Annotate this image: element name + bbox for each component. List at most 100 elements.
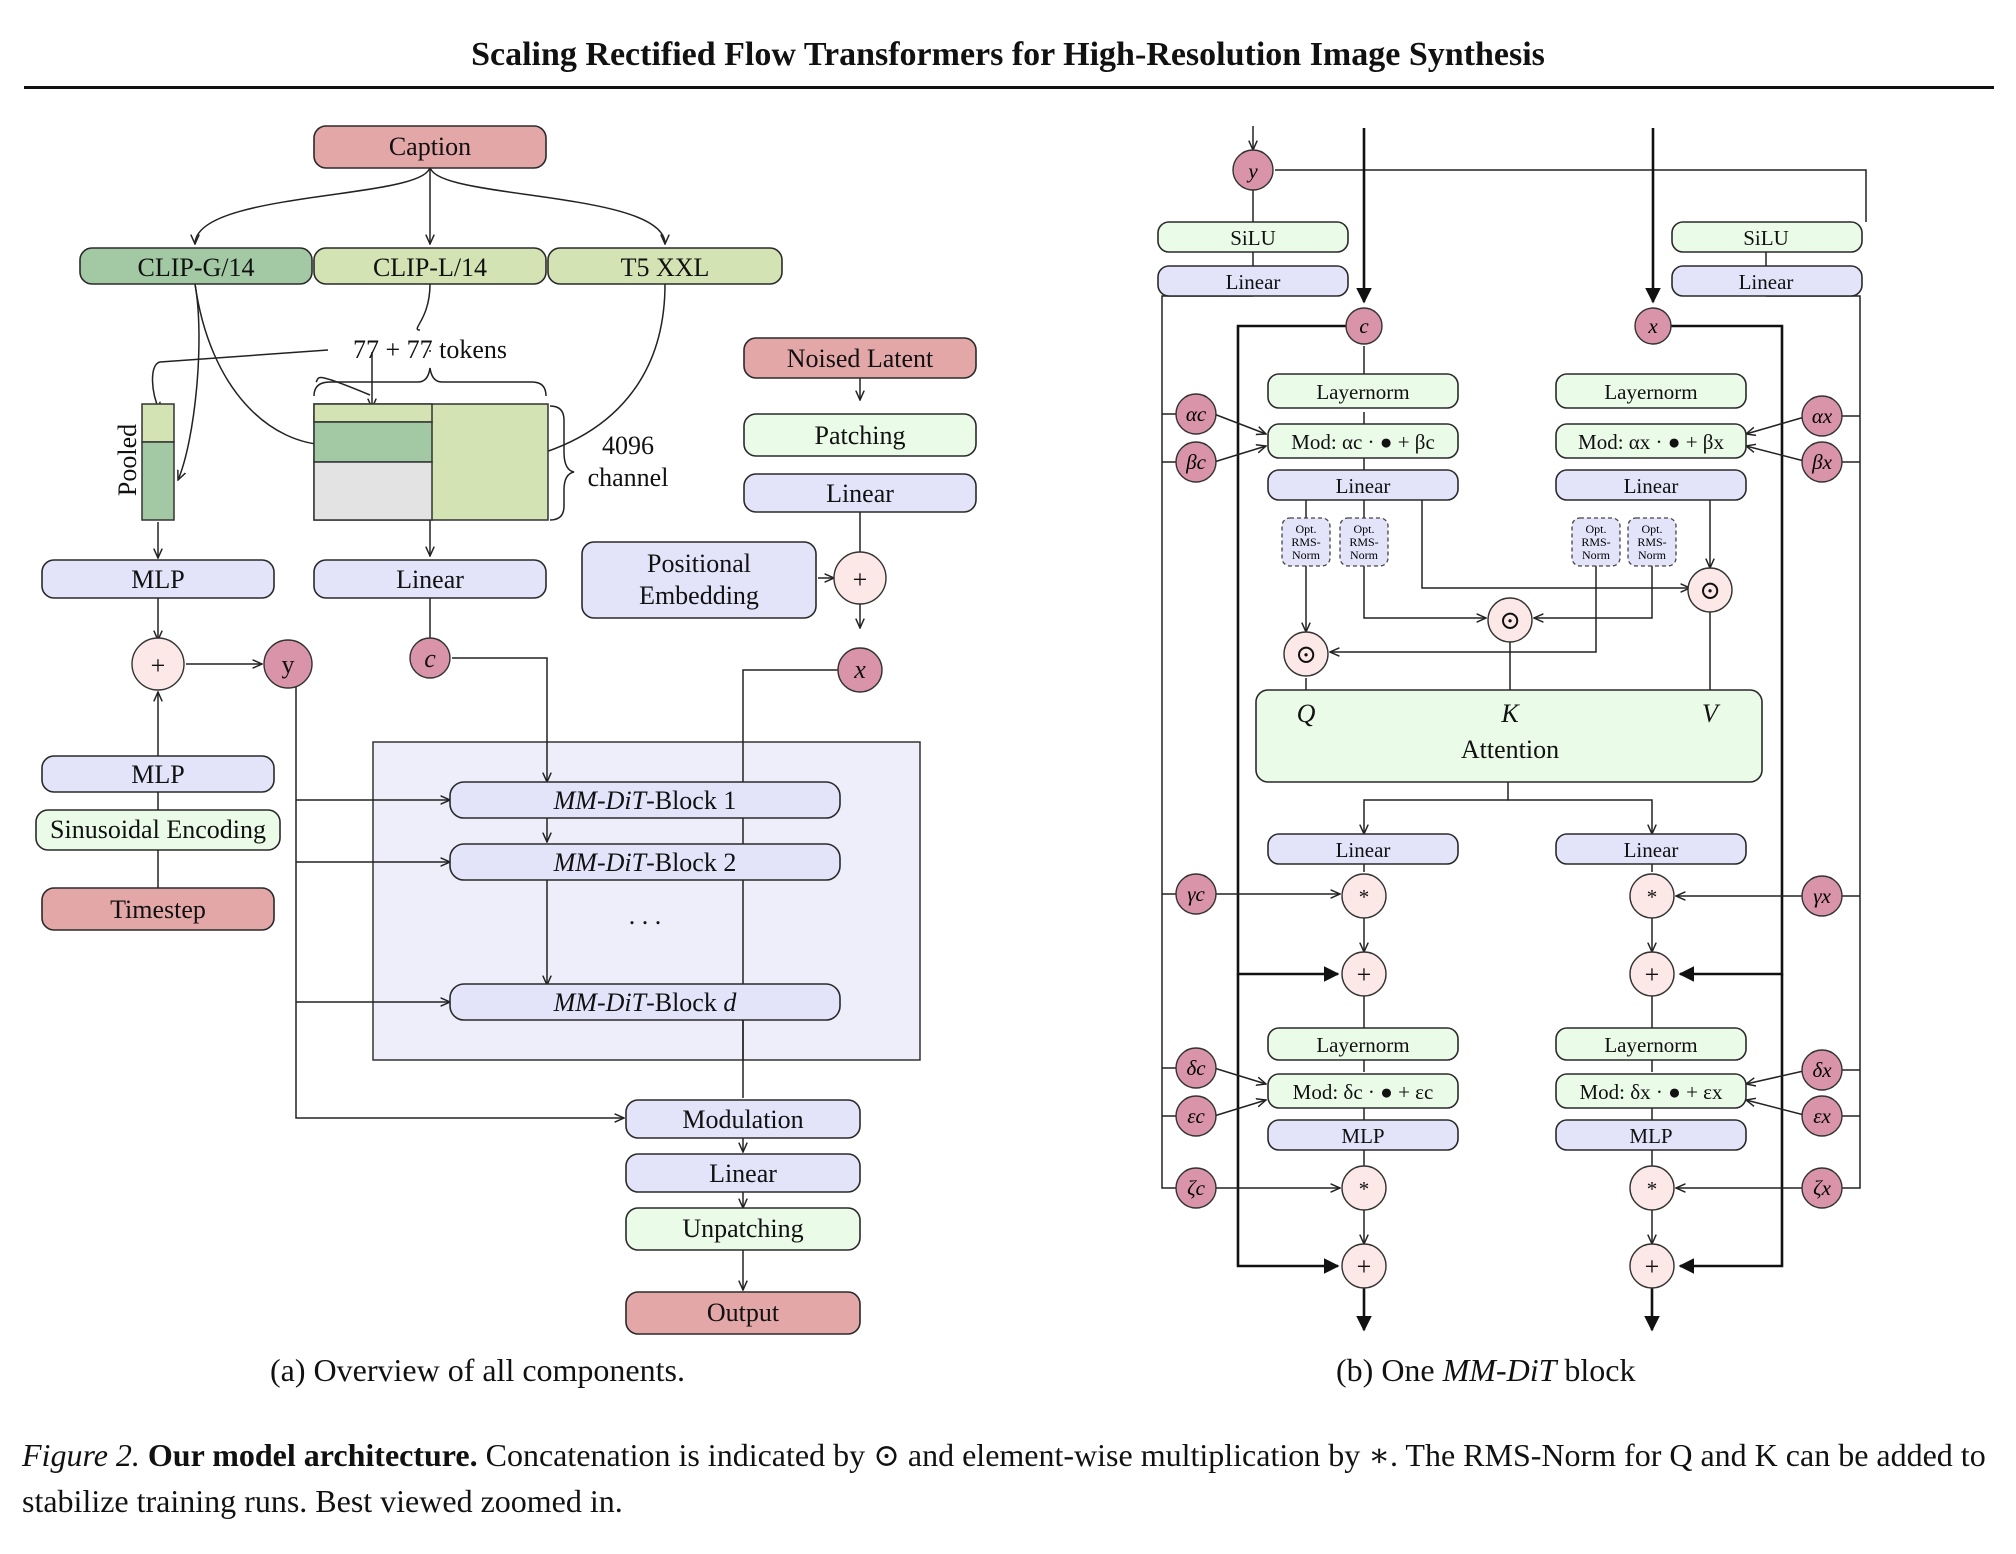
svg-text:*: *: [1359, 885, 1370, 909]
svg-text:Layernorm: Layernorm: [1604, 380, 1697, 404]
svg-text:*: *: [1359, 1177, 1370, 1201]
gamma-x-node: γx: [1801, 875, 1843, 917]
svg-text:Opt.: Opt.: [1296, 522, 1317, 536]
mul-node-c2: *: [1341, 1165, 1387, 1211]
svg-text:CLIP-G/14: CLIP-G/14: [138, 253, 255, 282]
sinusoidal-box: Sinusoidal Encoding: [35, 809, 281, 851]
plus-node-y: +: [131, 637, 185, 691]
svg-text:MLP: MLP: [1629, 1124, 1672, 1148]
gamma-c-node: γc: [1175, 873, 1217, 915]
layernorm-x: Layernorm: [1555, 373, 1747, 409]
linear-x-box: Linear: [743, 473, 977, 513]
svg-text:Embedding: Embedding: [639, 581, 759, 610]
svg-text:Linear: Linear: [1336, 474, 1391, 498]
svg-text:Mod: αx · ● + βx: Mod: αx · ● + βx: [1578, 430, 1724, 454]
svg-text:+: +: [1357, 960, 1372, 989]
svg-text:Linear: Linear: [1336, 838, 1391, 862]
svg-text:MLP: MLP: [1341, 1124, 1384, 1148]
svg-text:Opt.: Opt.: [1642, 522, 1663, 536]
pooled-label: Pooled: [113, 424, 142, 496]
svg-text:αc: αc: [1186, 402, 1207, 426]
svg-text:K: K: [1500, 699, 1520, 728]
svg-text:y: y: [282, 650, 295, 679]
svg-text:Layernorm: Layernorm: [1316, 1033, 1409, 1057]
x-node-b: x: [1634, 307, 1672, 345]
svg-text:RMS-: RMS-: [1291, 535, 1320, 549]
svg-text:Layernorm: Layernorm: [1604, 1033, 1697, 1057]
svg-text:CLIP-L/14: CLIP-L/14: [373, 253, 487, 282]
silu-left: SiLU: [1157, 221, 1349, 253]
svg-text:RMS-: RMS-: [1349, 535, 1378, 549]
svg-text:Modulation: Modulation: [682, 1105, 803, 1134]
svg-text:Q: Q: [1297, 699, 1316, 728]
delta-x-node: δx: [1801, 1049, 1843, 1091]
y-node: y: [263, 639, 313, 689]
opt-rmsnorm-qc: Opt. RMS- Norm: [1281, 517, 1331, 567]
channel-brace: [549, 405, 575, 521]
svg-text:Linear: Linear: [826, 479, 894, 508]
mul-node-x1: *: [1629, 873, 1675, 919]
linear-x-post: Linear: [1555, 833, 1747, 865]
svg-text:x: x: [853, 655, 866, 684]
subcaption-b: (b) One MM-DiT block: [1336, 1352, 1636, 1388]
x-node: x: [837, 647, 883, 693]
linear-c-post: Linear: [1267, 833, 1459, 865]
c-node-b: c: [1345, 307, 1383, 345]
layernorm-x-2: Layernorm: [1555, 1027, 1747, 1061]
svg-text:Mod: αc · ● + βc: Mod: αc · ● + βc: [1291, 430, 1435, 454]
svg-text:MM-DiT-Block 1: MM-DiT-Block 1: [553, 786, 737, 815]
noised-latent-box: Noised Latent: [743, 337, 977, 379]
svg-text:Linear: Linear: [1226, 270, 1281, 294]
unpatching-box: Unpatching: [625, 1207, 861, 1251]
paper-title: Scaling Rectified Flow Transformers for …: [471, 36, 1545, 73]
svg-text:Linear: Linear: [1624, 838, 1679, 862]
silu-right: SiLU: [1671, 221, 1863, 253]
mlp-pooled-box: MLP: [41, 559, 275, 599]
svg-text:ζx: ζx: [1813, 1176, 1832, 1200]
svg-text:Layernorm: Layernorm: [1316, 380, 1409, 404]
add-node-c2: +: [1341, 1243, 1387, 1289]
eps-c-node: εc: [1175, 1095, 1217, 1137]
svg-text:c: c: [1359, 314, 1369, 338]
mul-node-c1: *: [1341, 873, 1387, 919]
svg-text:Opt.: Opt.: [1586, 522, 1607, 536]
channel-label: channel: [588, 463, 669, 492]
clip-l-box: CLIP-L/14: [313, 247, 547, 285]
mmdit-block-d: MM-DiT-Block d: [449, 983, 841, 1021]
svg-text:*: *: [1647, 1177, 1658, 1201]
positional-embedding-box: Positional Embedding: [581, 541, 817, 619]
add-node-x2: +: [1629, 1243, 1675, 1289]
linear-c-b: Linear: [1267, 469, 1459, 501]
eps-x-node: εx: [1801, 1095, 1843, 1137]
svg-text:+: +: [1645, 960, 1660, 989]
layernorm-c: Layernorm: [1267, 373, 1459, 409]
svg-text:Unpatching: Unpatching: [682, 1214, 803, 1243]
svg-text:Mod: δx · ● + εx: Mod: δx · ● + εx: [1580, 1080, 1723, 1104]
svg-text:Norm: Norm: [1350, 548, 1379, 562]
svg-text:MLP: MLP: [131, 760, 184, 789]
svg-text:MLP: MLP: [131, 565, 184, 594]
linear-right-top: Linear: [1671, 265, 1863, 297]
c-node: c: [409, 637, 451, 679]
tokens-label: 77 + 77 tokens: [353, 335, 507, 364]
figure-caption-text: Concatenation is indicated by ⊙ and elem…: [22, 1437, 1986, 1519]
svg-text:Norm: Norm: [1292, 548, 1321, 562]
svg-text:Norm: Norm: [1582, 548, 1611, 562]
linear-left-top: Linear: [1157, 265, 1349, 297]
svg-text:Linear: Linear: [1624, 474, 1679, 498]
linear-x-b: Linear: [1555, 469, 1747, 501]
svg-text:Positional: Positional: [647, 549, 751, 578]
block-ellipsis: . . .: [629, 901, 662, 930]
svg-text:Attention: Attention: [1461, 735, 1559, 764]
beta-x-node: βx: [1801, 441, 1843, 483]
modulation-box: Modulation: [625, 1099, 861, 1139]
svg-text:*: *: [1647, 885, 1658, 909]
caption-box: Caption: [313, 125, 547, 169]
mod-c: Mod: αc · ● + βc: [1267, 423, 1459, 459]
svg-text:RMS-: RMS-: [1637, 535, 1666, 549]
mlp-timestep-box: MLP: [41, 755, 275, 793]
svg-text:y: y: [1246, 159, 1258, 183]
svg-text:Caption: Caption: [389, 132, 471, 161]
figure-caption-bold: Our model architecture.: [147, 1437, 478, 1473]
